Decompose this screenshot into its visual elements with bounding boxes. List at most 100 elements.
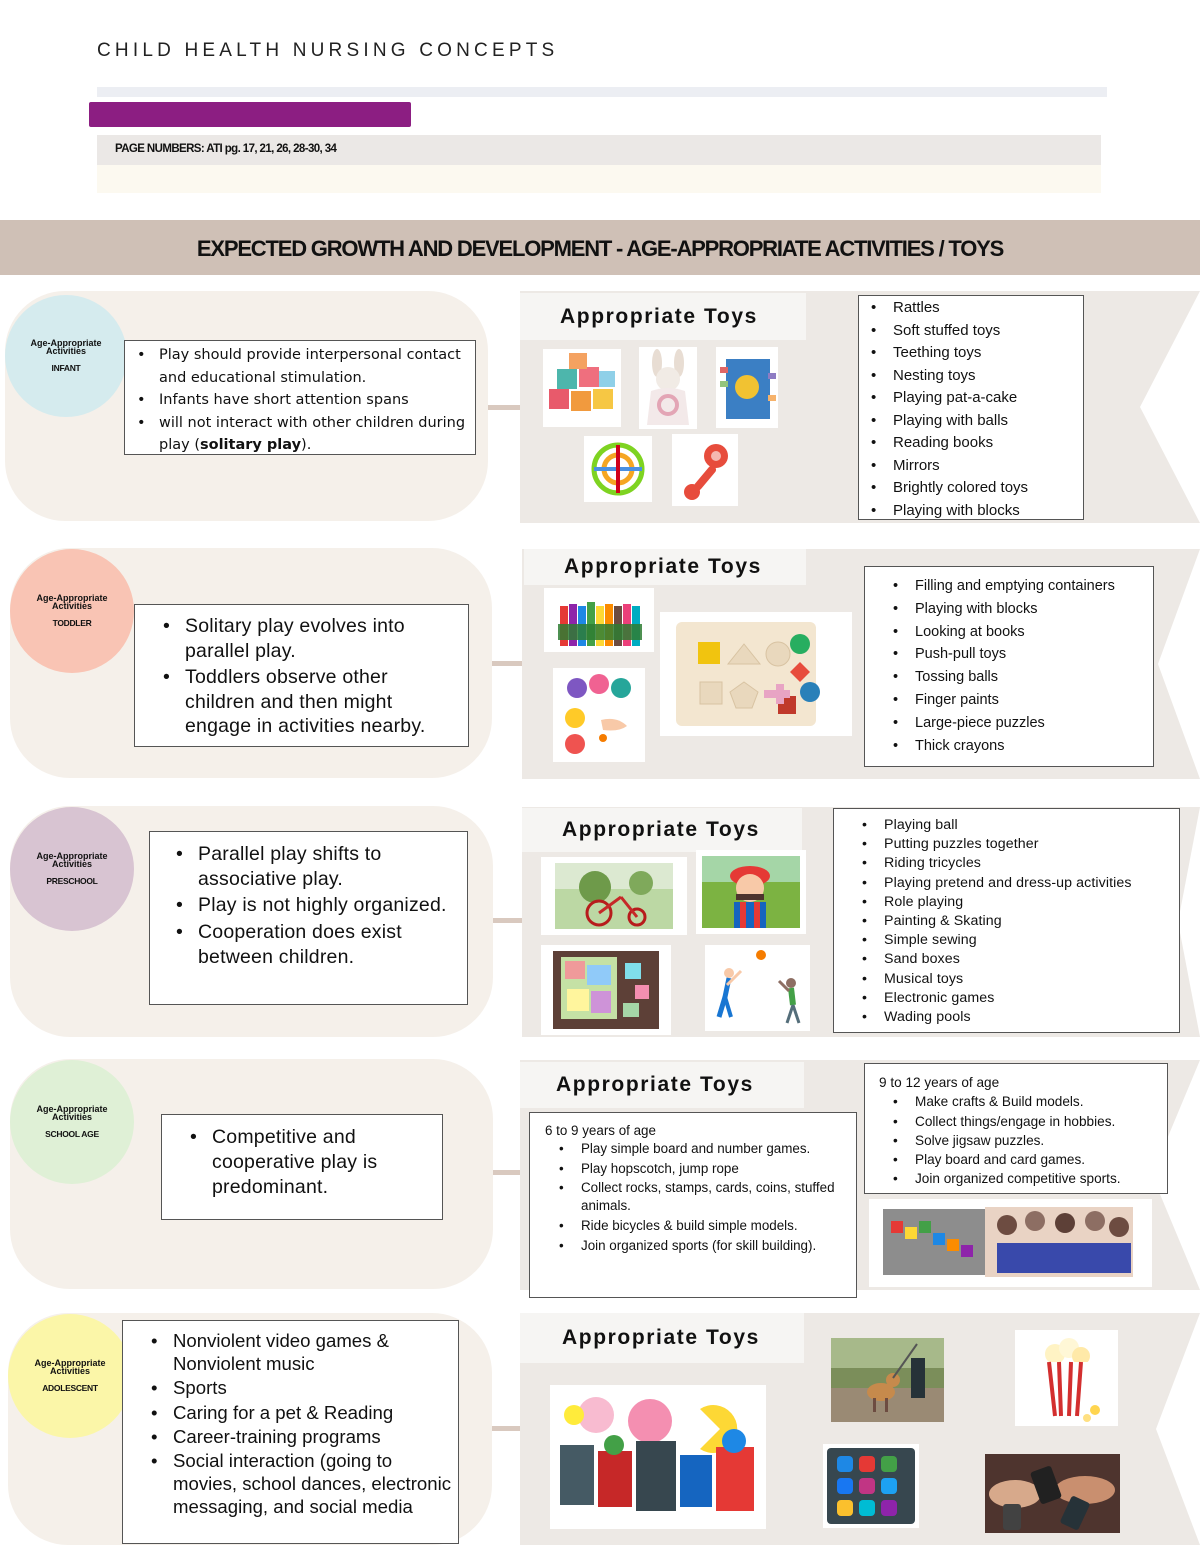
infant-circle: Age-Appropriate Activities INFANT (5, 295, 127, 417)
list-item: Playing with blocks (871, 500, 1077, 520)
infant-toys-list: Rattles Soft stuffed toys Teething toys … (858, 295, 1084, 520)
header-band-light (97, 165, 1101, 193)
list-item: Putting puzzles together (862, 835, 1173, 854)
list-item: Cooperation does exist between children. (176, 920, 459, 970)
circle-title: Age-Appropriate Activities (36, 1104, 108, 1122)
adolescent-circle: Age-Appropriate Activities ADOLESCENT (8, 1314, 132, 1438)
list-item: Electronic games (862, 989, 1173, 1008)
age-group-title: 6 to 9 years of age (545, 1123, 656, 1138)
connector (492, 661, 522, 666)
header-rule (97, 87, 1107, 97)
list-item: Play board and card games. (893, 1150, 1163, 1170)
list-item: Simple sewing (862, 931, 1173, 950)
list-item: Play simple board and number games. (559, 1140, 850, 1158)
cloth-book-image (716, 347, 778, 428)
tricycle-image (541, 857, 687, 935)
circle-label-preschool: PRESCHOOL (46, 876, 98, 886)
list-item: Play is not highly organized. (176, 893, 459, 918)
list-item: Collect rocks, stamps, cards, coins, stu… (559, 1179, 850, 1215)
list-item: Wading pools (862, 1008, 1173, 1027)
blocks-image (543, 349, 621, 427)
toys-header: Appropriate Toys (522, 808, 802, 852)
list-item: Teething toys (871, 342, 1077, 365)
list-item: Looking at books (893, 621, 1147, 644)
connector (493, 918, 522, 923)
list-item: Tossing balls (893, 666, 1147, 689)
connector (488, 405, 520, 410)
list-item: Play should provide interpersonal contac… (137, 344, 467, 389)
shape-puzzle-image (660, 612, 852, 736)
list-item: Filling and emptying containers (893, 575, 1147, 598)
toddler-activities-box: Solitary play evolves into parallel play… (134, 604, 469, 747)
list-item: Join organized competitive sports. (893, 1169, 1163, 1189)
preschool-activities-box: Parallel play shifts to associative play… (149, 831, 468, 1005)
toys-header: Appropriate Toys (520, 1062, 804, 1108)
list-item: Soft stuffed toys (871, 320, 1077, 343)
list-item: Nonviolent video games & Nonviolent musi… (151, 1329, 452, 1375)
document-title: CHILD HEALTH NURSING CONCEPTS (97, 40, 559, 61)
list-item: Painting & Skating (862, 912, 1173, 931)
list-item: Parallel play shifts to associative play… (176, 842, 459, 892)
list-item: Large-piece puzzles (893, 712, 1147, 735)
toddler-toys-list: Filling and emptying containers Playing … (864, 566, 1154, 767)
list-item: Finger paints (893, 689, 1147, 712)
toys-header: Appropriate Toys (520, 293, 806, 340)
list-item: Career-training programs (151, 1425, 452, 1448)
social-media-apps-image (823, 1444, 919, 1528)
list-item: Brightly colored toys (871, 477, 1077, 500)
crayons-image (544, 588, 654, 652)
list-item: Playing with balls (871, 410, 1077, 433)
list-item: Solve jigsaw puzzles. (893, 1131, 1163, 1151)
list-item: Thick crayons (893, 735, 1147, 758)
list-item: Reading books (871, 432, 1077, 455)
oball-image (584, 436, 652, 502)
circle-title: Age-Appropriate Activities (34, 1358, 106, 1376)
section-banner (0, 220, 1200, 275)
rattle-image (672, 434, 738, 506)
playing-ball-image (705, 945, 810, 1031)
header-accent-bar (89, 102, 411, 127)
list-item: Competitive and cooperative play is pred… (190, 1125, 434, 1199)
list-item: Rattles (871, 297, 1077, 320)
toys-header: Appropriate Toys (520, 1313, 804, 1363)
circle-title: Age-Appropriate Activities (36, 593, 108, 611)
list-item: Role playing (862, 893, 1173, 912)
list-item: Riding tricycles (862, 854, 1173, 873)
list-item: Collect things/engage in hobbies. (893, 1112, 1163, 1132)
jigsaw-puzzle-image (541, 945, 671, 1035)
list-item: Sand boxes (862, 950, 1173, 969)
list-item: Social interaction (going to movies, sch… (151, 1449, 452, 1519)
stuffed-bunny-image (639, 347, 697, 429)
list-item: Ride bicycles & build simple models. (559, 1217, 850, 1235)
toddler-circle: Age-Appropriate Activities TODDLER (10, 549, 134, 673)
list-item: Mirrors (871, 455, 1077, 478)
list-item: Toddlers observe other children and then… (163, 665, 460, 739)
school-age-activities-box: Competitive and cooperative play is pred… (161, 1114, 443, 1220)
school-age-6-9-list: 6 to 9 years of age Play simple board an… (529, 1112, 857, 1298)
video-game-characters-image (550, 1385, 766, 1529)
circle-title: Age-Appropriate Activities (36, 851, 108, 869)
dog-walking-image (831, 1338, 944, 1422)
school-age-circle: Age-Appropriate Activities SCHOOL AGE (10, 1060, 134, 1184)
circle-label-infant: INFANT (51, 363, 81, 373)
list-item: Sports (151, 1376, 452, 1399)
adolescent-activities-box: Nonviolent video games & Nonviolent musi… (122, 1320, 459, 1544)
list-item: Play hopscotch, jump rope (559, 1160, 850, 1178)
connector (493, 1170, 520, 1175)
page-numbers: PAGE NUMBERS: ATI pg. 17, 21, 26, 28-30,… (115, 143, 337, 155)
list-item: Caring for a pet & Reading (151, 1401, 452, 1424)
popcorn-image (1015, 1330, 1118, 1426)
list-item: Playing pat-a-cake (871, 387, 1077, 410)
texting-phones-image (985, 1454, 1120, 1533)
list-item: Join organized sports (for skill buildin… (559, 1237, 850, 1255)
list-item: will not interact with other children du… (137, 412, 467, 457)
list-item: Push-pull toys (893, 643, 1147, 666)
circle-label-school-age: SCHOOL AGE (45, 1129, 99, 1139)
dress-up-image (696, 850, 806, 934)
list-item: Playing ball (862, 816, 1173, 835)
preschool-toys-list: Playing ball Putting puzzles together Ri… (833, 808, 1180, 1033)
circle-label-toddler: TODDLER (52, 618, 92, 628)
circle-label-adolescent: ADOLESCENT (42, 1383, 98, 1393)
list-item: Make crafts & Build models. (893, 1092, 1163, 1112)
toys-header: Appropriate Toys (524, 549, 806, 585)
